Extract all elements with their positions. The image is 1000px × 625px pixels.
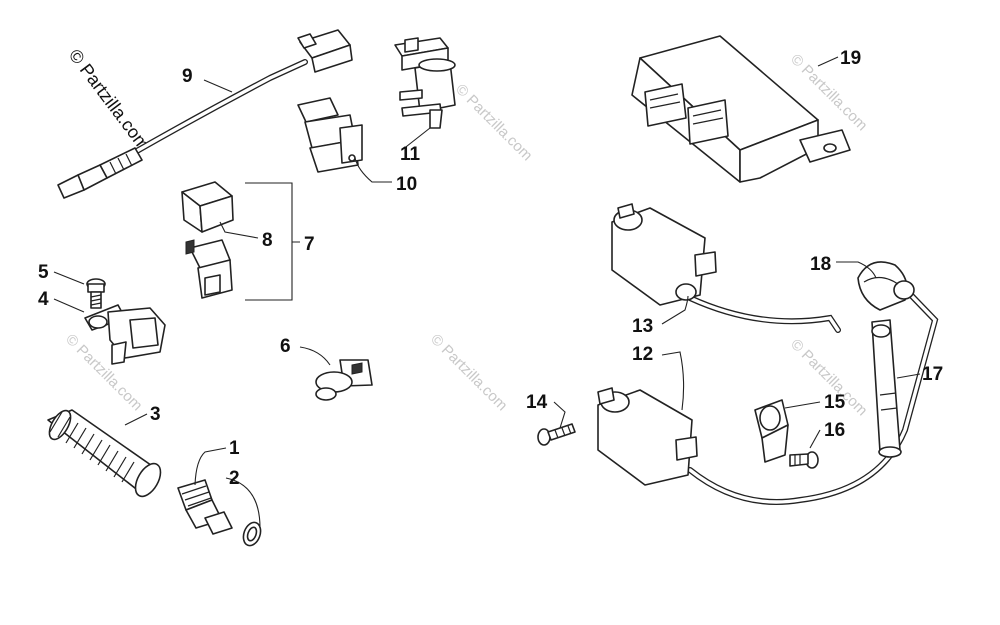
callout-10: 10 (396, 174, 417, 195)
callout-6: 6 (280, 336, 291, 357)
part-9-oxygen-sensor (57, 29, 353, 199)
callout-numbers: 9 11 10 8 7 5 4 6 3 1 2 19 18 13 12 17 1… (38, 48, 943, 489)
watermark-faint: © Partzilla.com (427, 331, 510, 414)
callout-8: 8 (262, 230, 273, 251)
part-18-plug-cap (857, 261, 915, 311)
part-11-solenoid (394, 37, 456, 129)
part-17-plug-boot (871, 319, 902, 458)
part-3-conduit (47, 409, 162, 498)
callout-4: 4 (38, 289, 49, 310)
part-6-switch (315, 359, 373, 401)
callout-16: 16 (824, 420, 845, 441)
part-8-relay (181, 181, 234, 299)
part-1-temp-sensor (177, 479, 233, 535)
watermark-main: © Partzilla.com (65, 45, 154, 154)
callout-3: 3 (150, 404, 161, 425)
callout-17: 17 (922, 364, 943, 385)
callout-14: 14 (526, 392, 548, 413)
callout-15: 15 (824, 392, 846, 413)
callout-7: 7 (304, 234, 315, 255)
part-13-ignition-coil (611, 203, 841, 333)
callout-5: 5 (38, 262, 49, 283)
callout-1: 1 (229, 438, 240, 459)
callout-2: 2 (229, 468, 240, 489)
part-16-bolt (789, 451, 819, 469)
part-2-washer (242, 521, 262, 547)
callout-11: 11 (400, 144, 421, 165)
part-5-bolt (86, 278, 106, 309)
part-4-cam-sensor (84, 304, 166, 365)
part-19-ecu (631, 35, 851, 183)
callout-12: 12 (632, 344, 653, 365)
bracket-7 (245, 182, 300, 301)
leader-lines (53, 56, 921, 529)
callout-18: 18 (810, 254, 831, 275)
part-14-bolt (537, 423, 576, 446)
callout-19: 19 (840, 48, 861, 69)
watermark-faint: © Partzilla.com (452, 81, 535, 164)
callout-13: 13 (632, 316, 653, 337)
part-10-sensor (297, 97, 363, 173)
callout-9: 9 (182, 66, 193, 87)
part-15-clamp (754, 399, 789, 463)
